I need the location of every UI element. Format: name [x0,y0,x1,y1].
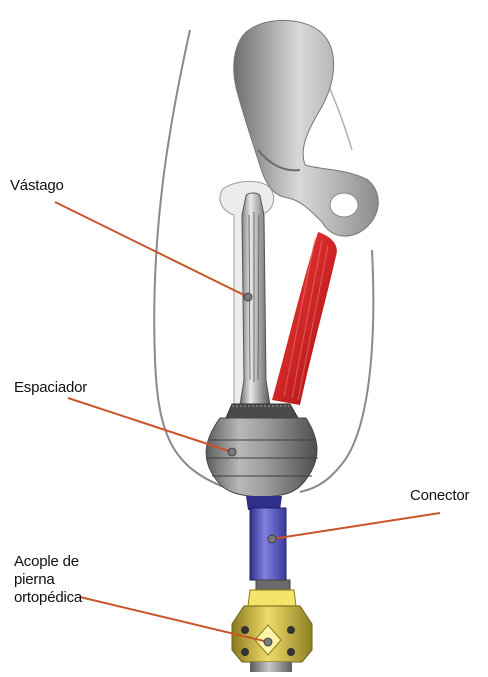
label-espaciador: Espaciador [14,379,87,397]
label-conector: Conector [410,487,469,505]
spacer-implant [206,404,318,497]
label-acople-line-2: pierna [14,571,124,589]
leader-line-conector [272,513,440,539]
label-acople-line-1: Acople de [14,553,124,571]
leg-adapter [232,590,312,672]
connector-implant [246,496,290,590]
leader-line-espaciador [68,398,232,452]
leader-line-vastago [55,202,248,297]
label-vastago: Vástago [10,177,64,195]
muscle [272,232,337,405]
label-acople-line-3: ortopédica [14,589,124,607]
label-acople: Acople de pierna ortopédica [14,553,124,607]
